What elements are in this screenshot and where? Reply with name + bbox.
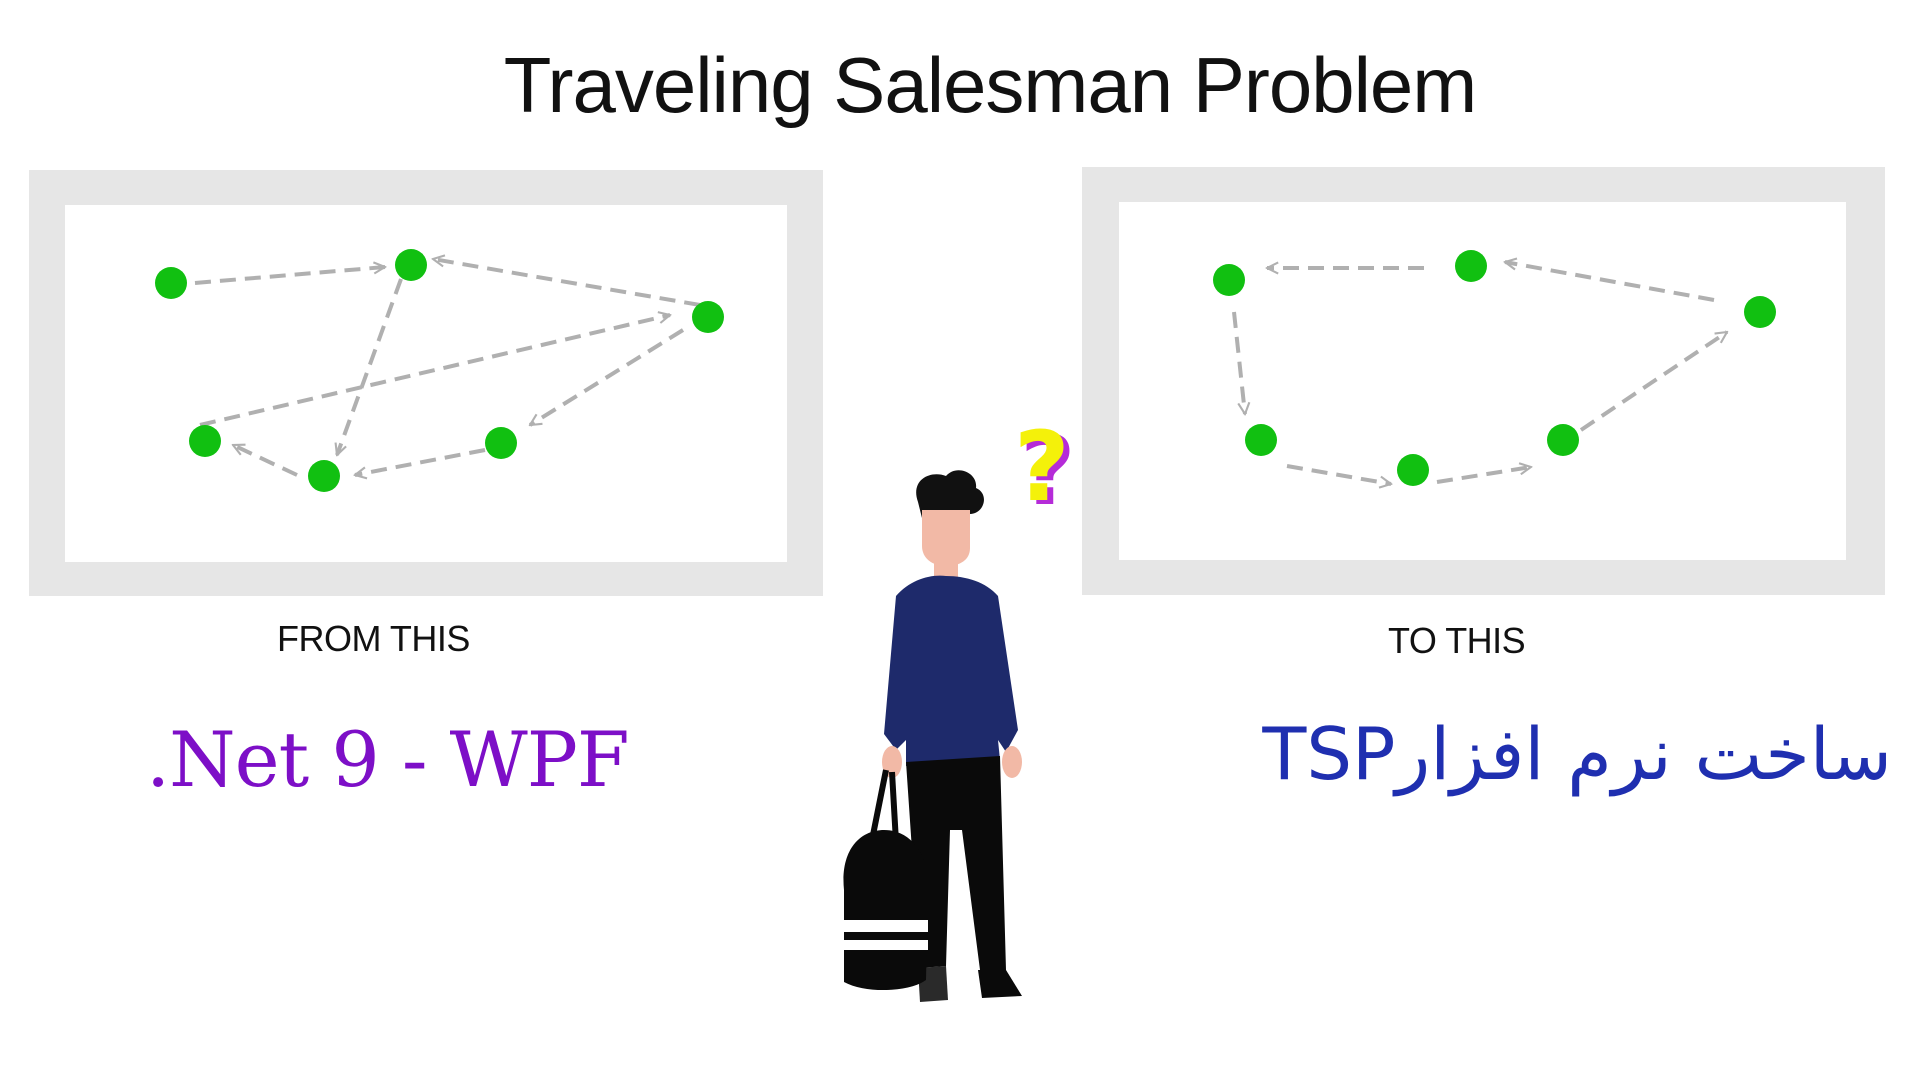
page-title: Traveling Salesman Problem: [503, 41, 1478, 129]
city-node: [692, 301, 724, 333]
city-node: [1213, 264, 1245, 296]
route-edge: [530, 328, 685, 427]
route-edge: [194, 267, 385, 285]
from-this-caption: FROM THIS: [277, 618, 470, 659]
route-edge: [355, 448, 486, 475]
optimized-route-panel: [1082, 167, 1885, 595]
svg-text:?: ?: [1014, 411, 1070, 523]
tech-stack-label: .Net 9 - WPF: [146, 715, 630, 804]
to-this-caption: TO THIS: [1388, 620, 1526, 661]
city-node: [155, 267, 187, 299]
persian-title-label: ساخت نرم افزارTSP: [1262, 712, 1892, 796]
route-edge: [1286, 464, 1391, 484]
route-edge: [337, 278, 403, 455]
city-node: [1245, 424, 1277, 456]
route-edge: [1505, 262, 1715, 302]
city-node: [395, 249, 427, 281]
city-node: [1397, 454, 1429, 486]
city-node: [1455, 250, 1487, 282]
question-mark-icon: ? ?: [1014, 411, 1076, 527]
optimized-route-canvas: [1119, 202, 1846, 560]
city-node: [308, 460, 340, 492]
route-edge: [1232, 311, 1245, 414]
route-edge: [233, 443, 298, 477]
route-edge: [433, 259, 701, 307]
city-node: [189, 425, 221, 457]
unoptimized-route-graph: [155, 249, 724, 492]
city-node: [1744, 296, 1776, 328]
city-node: [485, 427, 517, 459]
city-node: [1547, 424, 1579, 456]
route-edge: [1436, 467, 1531, 484]
svg-text:?: ?: [1020, 415, 1076, 527]
unoptimized-route-panel: [29, 170, 823, 596]
route-edge: [199, 315, 670, 427]
unoptimized-route-canvas: [65, 205, 787, 562]
person-with-bag-icon: ? ?: [843, 411, 1076, 1002]
optimized-route-graph: [1213, 250, 1776, 560]
route-edge: [1579, 330, 1727, 432]
